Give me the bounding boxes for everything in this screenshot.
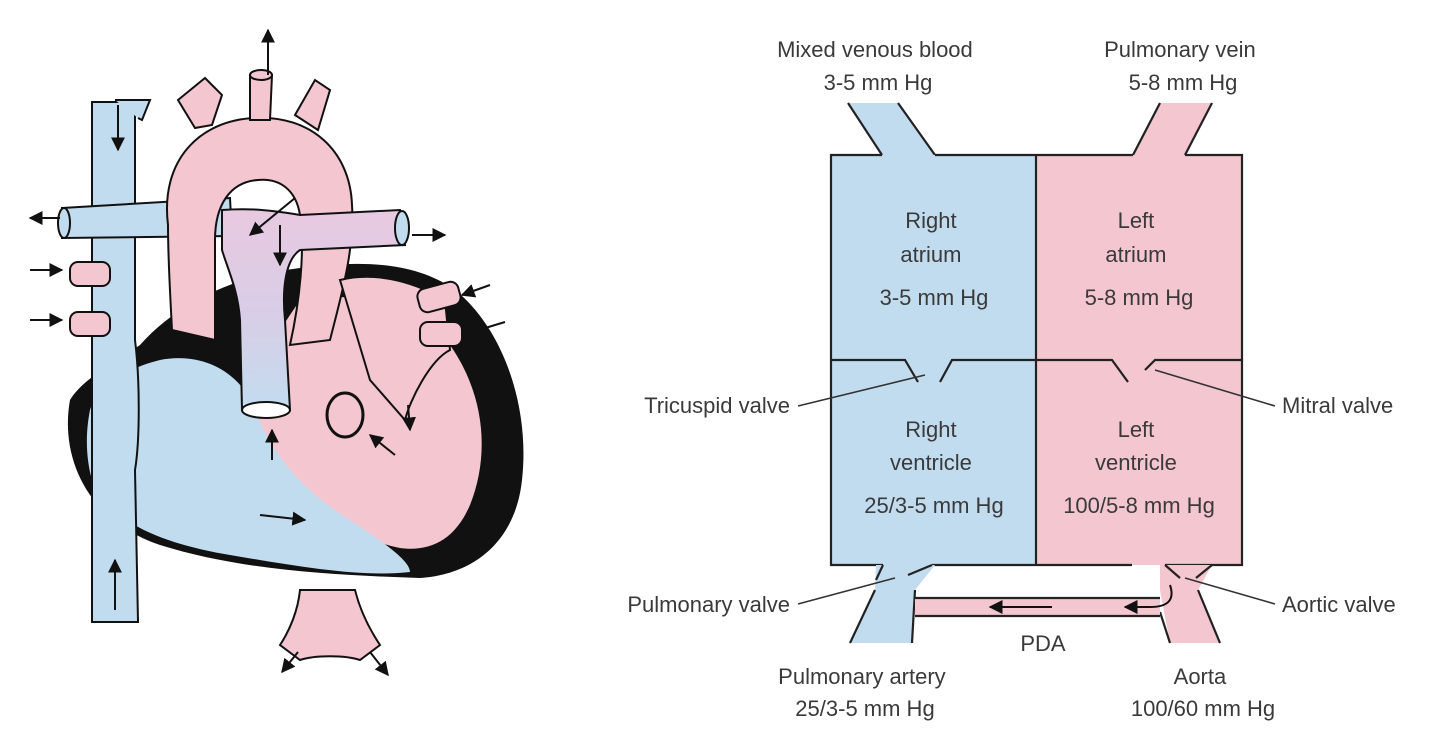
aortic-valve-label: Aortic valve	[1282, 592, 1396, 617]
right-atrium-box	[831, 155, 1036, 360]
venous-inflow	[848, 103, 935, 155]
right-ventricle-box	[831, 360, 1036, 565]
vena-cava	[91, 101, 140, 623]
pda-label: PDA	[1020, 631, 1066, 656]
pulmonary-artery-label: Pulmonary artery 25/3-5 mm Hg	[778, 664, 952, 721]
left-ventricle-box	[1036, 360, 1242, 565]
tricuspid-valve-label: Tricuspid valve	[644, 393, 790, 418]
left-ventricle-label: Left ventricle 100/5-8 mm Hg	[1063, 417, 1215, 518]
pulmonary-valve-label: Pulmonary valve	[627, 592, 790, 617]
left-atrium-label: Left atrium 5-8 mm Hg	[1085, 208, 1194, 310]
mitral-valve-label: Mitral valve	[1282, 393, 1393, 418]
mixed-venous-label: Mixed venous blood 3-5 mm Hg	[777, 37, 979, 95]
aorta-label: Aorta 100/60 mm Hg	[1131, 664, 1275, 721]
heart-illustration	[28, 28, 524, 677]
right-atrium-label: Right atrium 3-5 mm Hg	[880, 208, 989, 310]
left-atrium-box	[1036, 155, 1242, 360]
right-ventricle-label: Right ventricle 25/3-5 mm Hg	[864, 417, 1003, 518]
right-ventricle-fill	[86, 358, 410, 574]
pulmonary-trunk	[221, 208, 407, 411]
pulmonary-vein-inflow	[1133, 103, 1212, 155]
pulmonary-vein-label: Pulmonary vein 5-8 mm Hg	[1104, 37, 1262, 95]
circulation-schematic: Mixed venous blood 3-5 mm Hg Pulmonary v…	[627, 37, 1395, 721]
